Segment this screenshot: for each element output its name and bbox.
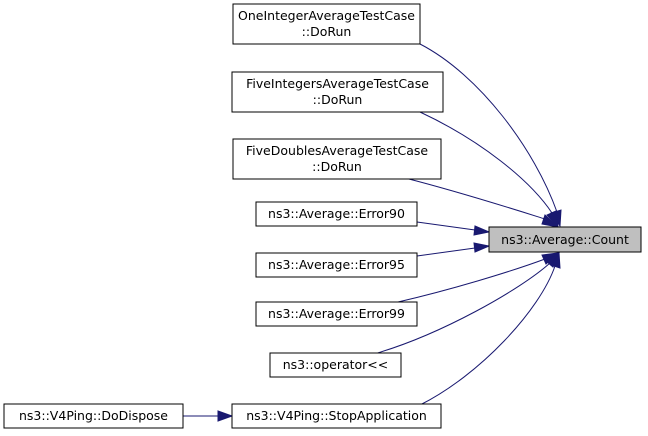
edge-error95-arrowhead <box>473 242 491 253</box>
edge-fivedoubles-to-count <box>404 177 546 220</box>
edge-stopapplication-arrowhead <box>550 251 561 269</box>
node-label: ns3::operator<< <box>283 357 389 372</box>
node-operator-stream[interactable]: ns3::operator<< <box>269 352 402 378</box>
node-average-count-focus[interactable]: ns3::Average::Count <box>488 226 642 253</box>
node-label-line: FiveIntegersAverageTestCase <box>246 76 429 91</box>
node-fivedoublesaveragetestcase-dorun[interactable]: FiveDoublesAverageTestCase ::DoRun <box>232 138 442 180</box>
node-label-line: ::DoRun <box>312 159 362 174</box>
edge-oneinteger-to-count <box>419 43 558 213</box>
node-average-error95[interactable]: ns3::Average::Error95 <box>255 252 418 278</box>
edge-error95-to-count <box>416 247 476 257</box>
edge-operator-to-count <box>373 262 551 355</box>
edge-error90-arrowhead <box>473 225 491 236</box>
node-oneintegeraveragetestcase-dorun[interactable]: OneIntegerAverageTestCase ::DoRun <box>232 3 421 45</box>
node-fiveintegersaveragetestcase-dorun[interactable]: FiveIntegersAverageTestCase ::DoRun <box>231 71 444 113</box>
node-label: ns3::Average::Error99 <box>268 306 405 321</box>
edge-stopapplication-to-count <box>419 265 556 406</box>
node-label: ns3::Average::Error90 <box>268 206 405 221</box>
node-label-line: ::DoRun <box>313 92 363 107</box>
focus-node-label: ns3::Average::Count <box>501 232 629 247</box>
node-average-error99[interactable]: ns3::Average::Error99 <box>255 301 418 327</box>
node-label-line: FiveDoublesAverageTestCase <box>246 143 428 158</box>
node-label: ns3::V4Ping::StopApplication <box>246 408 427 423</box>
node-label: ns3::Average::Error95 <box>268 257 405 272</box>
edge-error90-to-count <box>416 221 476 231</box>
node-label: ns3::V4Ping::DoDispose <box>19 408 168 423</box>
node-v4ping-stopapplication[interactable]: ns3::V4Ping::StopApplication <box>231 403 442 429</box>
edge-error99-to-count <box>397 258 546 303</box>
edge-fiveintegers-arrowhead <box>546 210 559 229</box>
edge-dodispose-arrowhead <box>217 410 234 422</box>
edge-fiveintegers-to-count <box>419 111 553 214</box>
node-label-line: ::DoRun <box>302 24 352 39</box>
node-average-error90[interactable]: ns3::Average::Error90 <box>255 201 418 227</box>
node-v4ping-dodispose[interactable]: ns3::V4Ping::DoDispose <box>3 403 184 429</box>
node-label-line: OneIntegerAverageTestCase <box>238 8 415 23</box>
edges <box>183 43 562 422</box>
edge-fivedoubles-arrowhead <box>541 214 560 228</box>
